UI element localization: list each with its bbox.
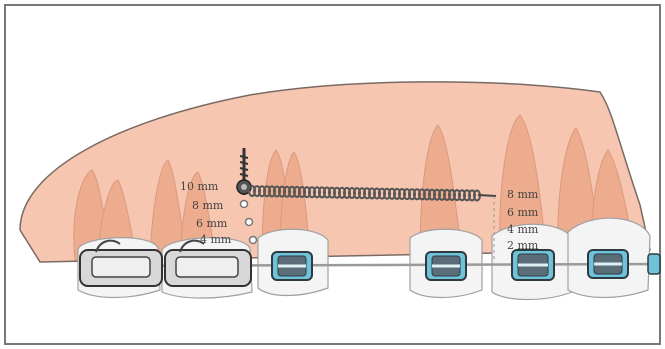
spring-hook (478, 195, 496, 196)
right-scale-label: 6 mm (507, 206, 539, 219)
wire-end-tube (648, 254, 660, 274)
left-scale-label: 6 mm (196, 217, 228, 230)
left-scale-label: 4 mm (200, 233, 232, 246)
left-scale-label: 8 mm (192, 199, 224, 212)
orthodontic-bracket-icon (512, 250, 554, 280)
right-scale-label: 4 mm (507, 223, 539, 236)
right-scale-label: 8 mm (507, 188, 539, 201)
orthodontic-bracket-icon (588, 250, 628, 278)
right-scale-label: 2 mm (507, 239, 539, 252)
left-scale-label: 10 mm (180, 180, 219, 193)
orthodontic-bracket-icon (272, 252, 312, 280)
orthodontic-bracket-icon (426, 252, 466, 280)
